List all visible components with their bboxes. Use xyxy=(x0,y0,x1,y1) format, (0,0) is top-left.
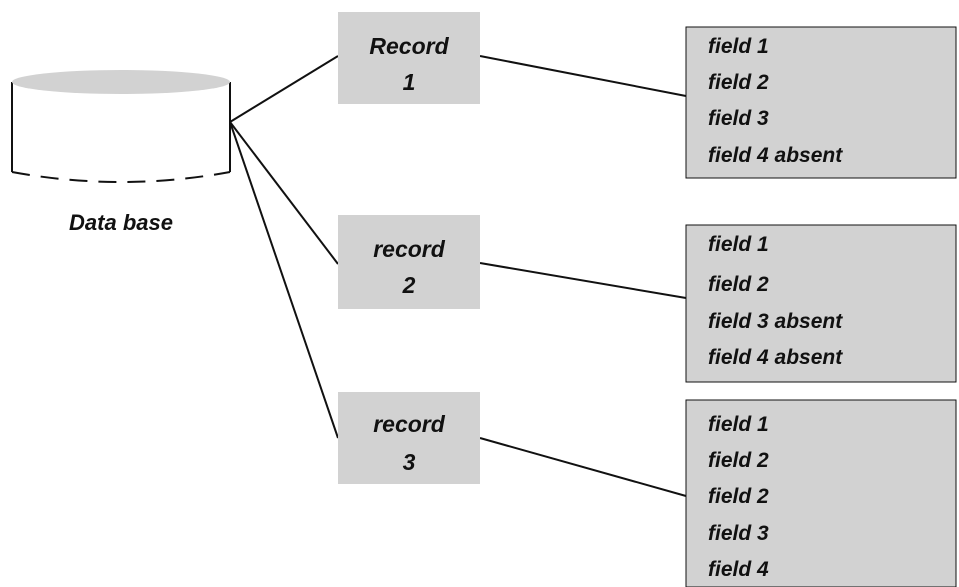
field-box-3-item: field 3 xyxy=(708,522,769,545)
field-box-3-item: field 2 xyxy=(708,449,769,472)
connector-db-record-3 xyxy=(229,121,339,439)
connector-record-1-fields xyxy=(479,55,687,97)
record-1-number: 1 xyxy=(403,69,416,95)
db-connectors xyxy=(229,55,339,439)
field-box-3-item: field 4 xyxy=(708,558,769,581)
record-connectors xyxy=(479,55,687,497)
field-box-3: field 1 field 2 field 2 field 3 field 4 xyxy=(685,399,957,587)
record-box-2: record 2 xyxy=(338,215,480,309)
field-box-2-item: field 3 absent xyxy=(708,310,843,333)
cylinder-top xyxy=(12,70,230,94)
field-box-1-item: field 2 xyxy=(708,71,769,94)
record-3-number: 3 xyxy=(403,449,416,475)
record-2-number: 2 xyxy=(402,272,416,298)
field-box-1-item: field 3 xyxy=(708,107,769,130)
connector-db-record-1 xyxy=(229,55,339,123)
field-box-2: field 1 field 2 field 3 absent field 4 a… xyxy=(685,224,957,383)
database-cylinder xyxy=(11,70,231,183)
field-box-1: field 1 field 2 field 3 field 4 absent xyxy=(685,26,957,179)
connector-record-2-fields xyxy=(479,262,687,299)
field-box-3-item: field 1 xyxy=(708,413,769,436)
field-box-2-item: field 4 absent xyxy=(708,346,843,369)
field-box-2-item: field 1 xyxy=(708,233,769,256)
record-box-3: record 3 xyxy=(338,392,480,484)
field-box-1-item: field 4 absent xyxy=(708,144,843,167)
database-label: Data base xyxy=(69,210,173,235)
record-1-title: Record xyxy=(369,33,449,59)
record-2-title: record xyxy=(373,236,446,262)
record-3-title: record xyxy=(373,411,446,437)
record-box-1: Record 1 xyxy=(338,12,480,104)
cylinder-bottom-dashed xyxy=(11,171,231,183)
connector-db-record-2 xyxy=(229,121,339,265)
field-box-1-item: field 1 xyxy=(708,35,769,58)
field-box-3-item: field 2 xyxy=(708,485,769,508)
field-box-2-item: field 2 xyxy=(708,273,769,296)
connector-record-3-fields xyxy=(479,437,687,497)
